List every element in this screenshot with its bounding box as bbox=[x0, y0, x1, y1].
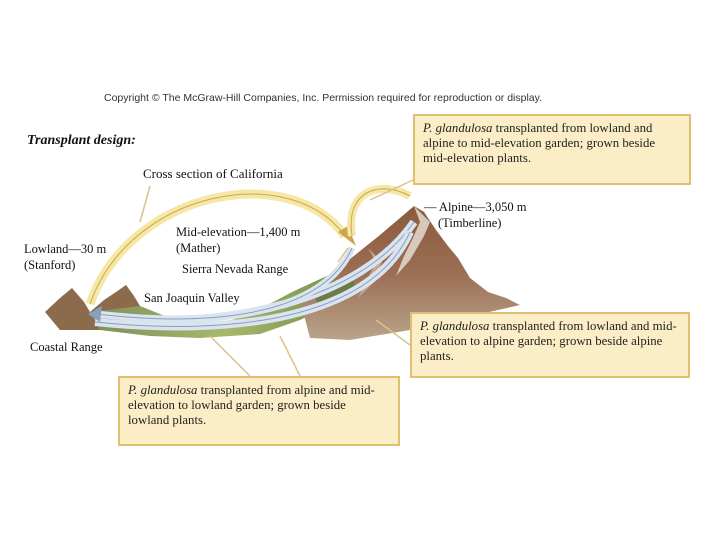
sierra-nevada-label: Sierra Nevada Range bbox=[182, 262, 289, 276]
callout-text: transplanted from lowland and alpine to … bbox=[423, 121, 656, 165]
mid-elevation-site-label: (Mather) bbox=[176, 241, 221, 255]
species-name: P. glandulosa bbox=[128, 383, 198, 397]
copyright-notice: Copyright © The McGraw-Hill Companies, I… bbox=[104, 92, 543, 104]
species-name: P. glandulosa bbox=[420, 319, 490, 333]
cross-section-label: Cross section of California bbox=[143, 166, 283, 181]
mid-elevation-label: Mid-elevation—1,400 m bbox=[176, 225, 301, 239]
leader-lines bbox=[139, 179, 414, 377]
lowland-label: Lowland—30 m bbox=[24, 242, 107, 256]
callout-text: transplanted from alpine and mid-elevati… bbox=[128, 383, 375, 427]
arrowhead-lowland bbox=[88, 306, 102, 322]
arrowhead-mid bbox=[338, 226, 356, 246]
species-name: P. glandulosa bbox=[423, 121, 493, 135]
callout-mid-elevation-garden: P. glandulosa transplanted from lowland … bbox=[413, 114, 691, 185]
alpine-label: — Alpine—3,050 m bbox=[424, 200, 527, 214]
callout-text: transplanted from lowland and mid-elevat… bbox=[420, 319, 677, 363]
lowland-site-label: (Stanford) bbox=[24, 258, 76, 272]
diagram-heading: Transplant design: bbox=[27, 133, 136, 148]
callout-lowland-garden: P. glandulosa transplanted from alpine a… bbox=[118, 376, 400, 446]
alpine-site-label: (Timberline) bbox=[438, 216, 502, 230]
san-joaquin-valley-label: San Joaquin Valley bbox=[144, 291, 240, 305]
coastal-range-label: Coastal Range bbox=[30, 340, 103, 354]
transplant-arrows bbox=[85, 184, 418, 331]
sierra-nevada-terrain bbox=[300, 206, 520, 340]
callout-alpine-garden: P. glandulosa transplanted from lowland … bbox=[410, 312, 690, 378]
